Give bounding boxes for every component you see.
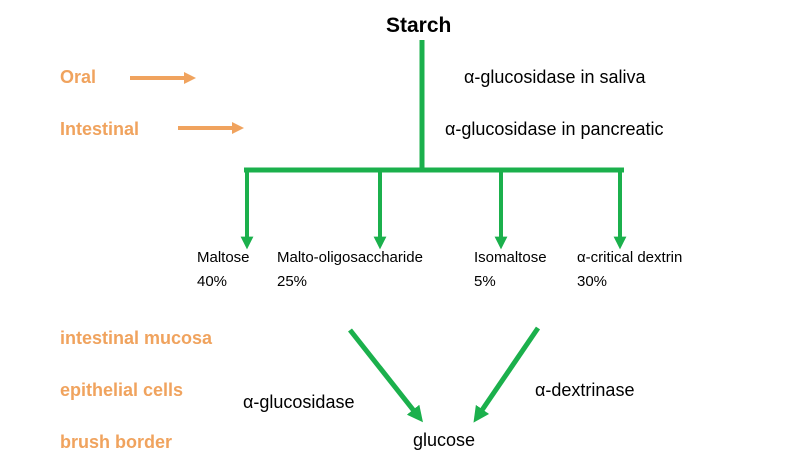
product-name: Isomaltose xyxy=(474,249,547,266)
product-percent: 25% xyxy=(277,273,308,290)
product-maltose: Maltose 40% xyxy=(197,246,250,294)
oral-label: Oral xyxy=(60,67,97,87)
starch-title: Starch xyxy=(386,14,452,37)
glucosidase-label: α-glucosidase xyxy=(243,392,355,412)
epithelial-cells-label: epithelial cells xyxy=(60,380,184,400)
dextrinase-arrow xyxy=(473,326,541,423)
product-critical-dextrin: α-critical dextrin 30% xyxy=(577,246,682,294)
brush-border-label: brush border xyxy=(60,432,173,452)
intestinal-label: Intestinal xyxy=(60,119,140,139)
saliva-enzyme-label: α-glucosidase in saliva xyxy=(464,67,646,87)
product-percent: 40% xyxy=(197,273,228,290)
product-name: Malto-oligosaccharide xyxy=(277,249,423,266)
dextrinase-label: α-dextrinase xyxy=(535,380,635,400)
product-isomaltose: Isomaltose 5% xyxy=(474,246,547,294)
product-percent: 30% xyxy=(577,273,608,290)
product-malto-oligosaccharide: Malto-oligosaccharide 25% xyxy=(277,246,423,294)
glucose-label: glucose xyxy=(413,430,476,450)
pancreatic-enzyme-label: α-glucosidase in pancreatic xyxy=(445,119,664,139)
product-name: α-critical dextrin xyxy=(577,249,683,266)
product-name: Maltose xyxy=(197,249,250,266)
intestinal-mucosa-label: intestinal mucosa xyxy=(60,328,213,348)
product-percent: 5% xyxy=(474,273,496,290)
glucosidase-arrow xyxy=(348,328,423,423)
